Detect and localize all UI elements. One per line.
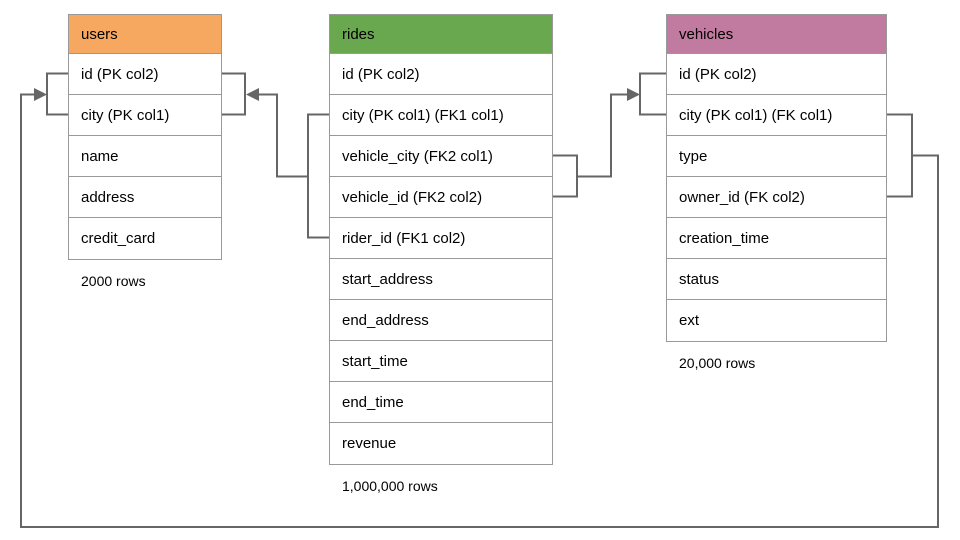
column-row: start_address — [330, 259, 552, 300]
fk2-arrowhead-icon — [627, 88, 640, 101]
vehicles-right-bracket — [887, 113, 913, 198]
table-rides-box: rides id (PK col2)city (PK col1) (FK1 co… — [329, 14, 553, 465]
row-count-users: 2000 rows — [81, 273, 146, 289]
table-columns-rides: id (PK col2)city (PK col1) (FK1 col1)veh… — [330, 54, 552, 464]
column-row: owner_id (FK col2) — [667, 177, 886, 218]
column-row: ext — [667, 300, 886, 341]
row-count-vehicles: 20,000 rows — [679, 355, 756, 371]
column-row: start_time — [330, 341, 552, 382]
column-row: name — [69, 136, 221, 177]
table-vehicles-box: vehicles id (PK col2)city (PK col1) (FK … — [666, 14, 887, 342]
column-row: status — [667, 259, 886, 300]
table-rides: rides id (PK col2)city (PK col1) (FK1 co… — [329, 14, 553, 494]
column-row: end_address — [330, 300, 552, 341]
column-row: city (PK col1) (FK col1) — [667, 95, 886, 136]
column-row: end_time — [330, 382, 552, 423]
column-row: id (PK col2) — [69, 54, 221, 95]
column-row: revenue — [330, 423, 552, 464]
fk2-arrow-line — [577, 93, 629, 178]
table-vehicles: vehicles id (PK col2)city (PK col1) (FK … — [666, 14, 887, 371]
rides-left-bracket — [307, 113, 329, 239]
column-row: type — [667, 136, 886, 177]
rides-right-bracket — [553, 154, 578, 198]
column-row: city (PK col1) — [69, 95, 221, 136]
table-header-users: users — [69, 15, 221, 54]
table-header-rides: rides — [330, 15, 552, 54]
table-columns-vehicles: id (PK col2)city (PK col1) (FK col1)type… — [667, 54, 886, 341]
column-row: id (PK col2) — [667, 54, 886, 95]
column-row: rider_id (FK1 col2) — [330, 218, 552, 259]
fk1-arrowhead-icon — [246, 88, 259, 101]
fk3-arrowhead-icon — [34, 88, 47, 101]
users-left-bracket — [46, 72, 68, 116]
column-row: vehicle_city (FK2 col1) — [330, 136, 552, 177]
column-row: city (PK col1) (FK1 col1) — [330, 95, 552, 136]
table-header-vehicles: vehicles — [667, 15, 886, 54]
column-row: vehicle_id (FK2 col2) — [330, 177, 552, 218]
column-row: creation_time — [667, 218, 886, 259]
row-count-rides: 1,000,000 rows — [342, 478, 438, 494]
vehicles-left-bracket — [639, 72, 666, 116]
column-row: credit_card — [69, 218, 221, 259]
column-row: id (PK col2) — [330, 54, 552, 95]
column-row: address — [69, 177, 221, 218]
users-right-bracket — [222, 72, 246, 116]
fk1-arrow-line — [257, 93, 308, 178]
